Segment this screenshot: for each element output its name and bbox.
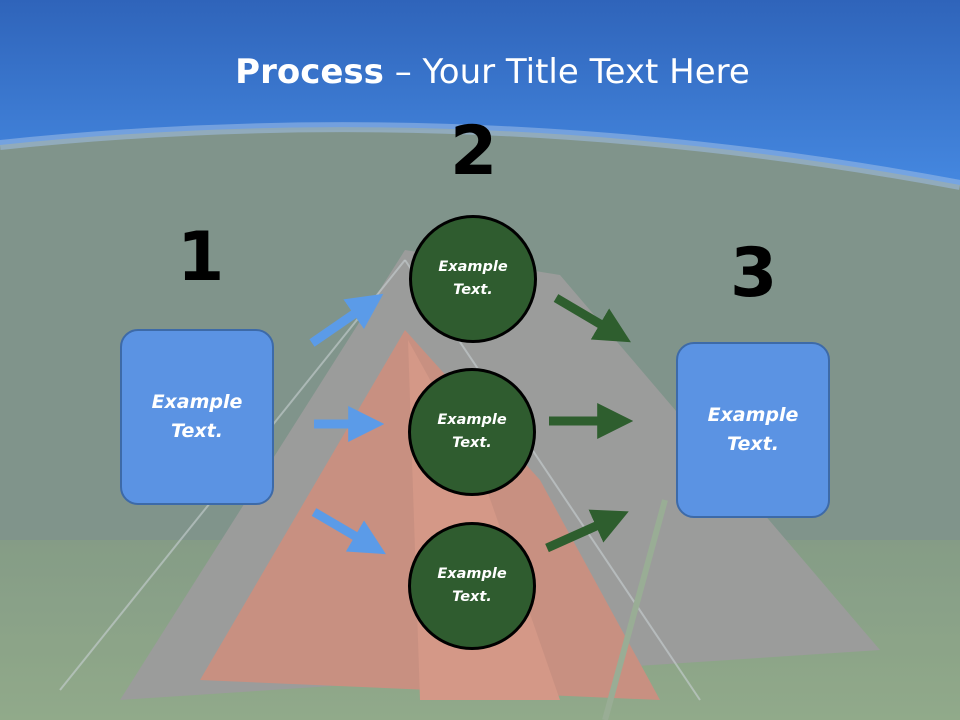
circle-bottom-text: Example Text. bbox=[437, 566, 507, 605]
circle-bottom: Example Text. bbox=[408, 522, 536, 650]
title-bold: Process bbox=[235, 52, 384, 92]
left-box: Example Text. bbox=[120, 329, 274, 505]
title-rest: Your Title Text Here bbox=[422, 52, 750, 92]
title-dash: – bbox=[383, 52, 423, 92]
right-box: Example Text. bbox=[676, 342, 830, 518]
step-number-2: 2 bbox=[450, 112, 498, 191]
left-box-text: Example Text. bbox=[151, 391, 243, 442]
circle-top-text: Example Text. bbox=[438, 259, 508, 298]
step-number-3: 3 bbox=[730, 234, 778, 313]
right-box-text: Example Text. bbox=[707, 404, 799, 455]
circle-top: Example Text. bbox=[409, 215, 537, 343]
circle-middle-text: Example Text. bbox=[437, 412, 507, 451]
circle-middle: Example Text. bbox=[408, 368, 536, 496]
slide-title: Process – Your Title Text Here bbox=[0, 52, 960, 92]
step-number-1: 1 bbox=[177, 218, 225, 297]
